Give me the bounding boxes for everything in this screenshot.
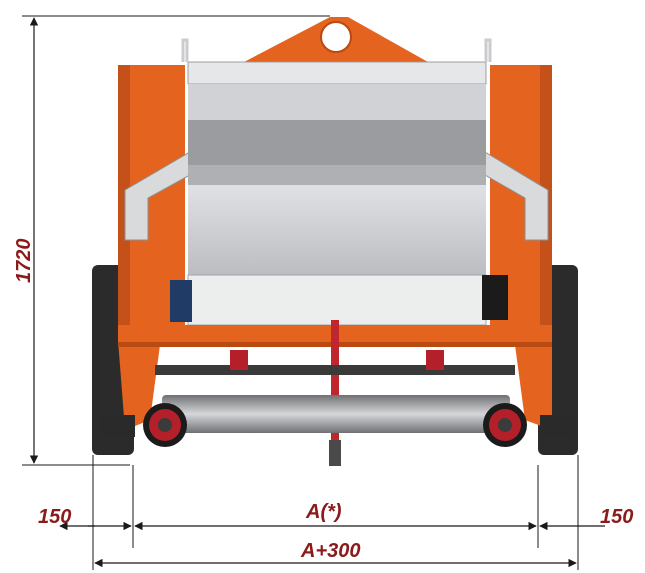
lifting-eye [320,21,352,53]
hopper-band [188,120,486,165]
hopper-lower [187,274,487,326]
height-label: 1720 [13,239,35,284]
hopper-upper [188,84,486,120]
left-offset-label: 150 [38,506,71,528]
overall-width-label: A+300 [300,540,361,562]
drum-roller [162,395,510,433]
spreader-machine-illustration [92,17,578,466]
right-offset-label: 150 [600,506,633,528]
dimension-annotations: 1720 150 A(*) 150 A+300 [13,15,633,570]
centre-hanger [331,320,339,450]
left-motor [170,280,192,322]
track-width-label: A(*) [305,501,342,523]
right-motor [482,275,508,320]
hopper-lid [187,61,487,85]
